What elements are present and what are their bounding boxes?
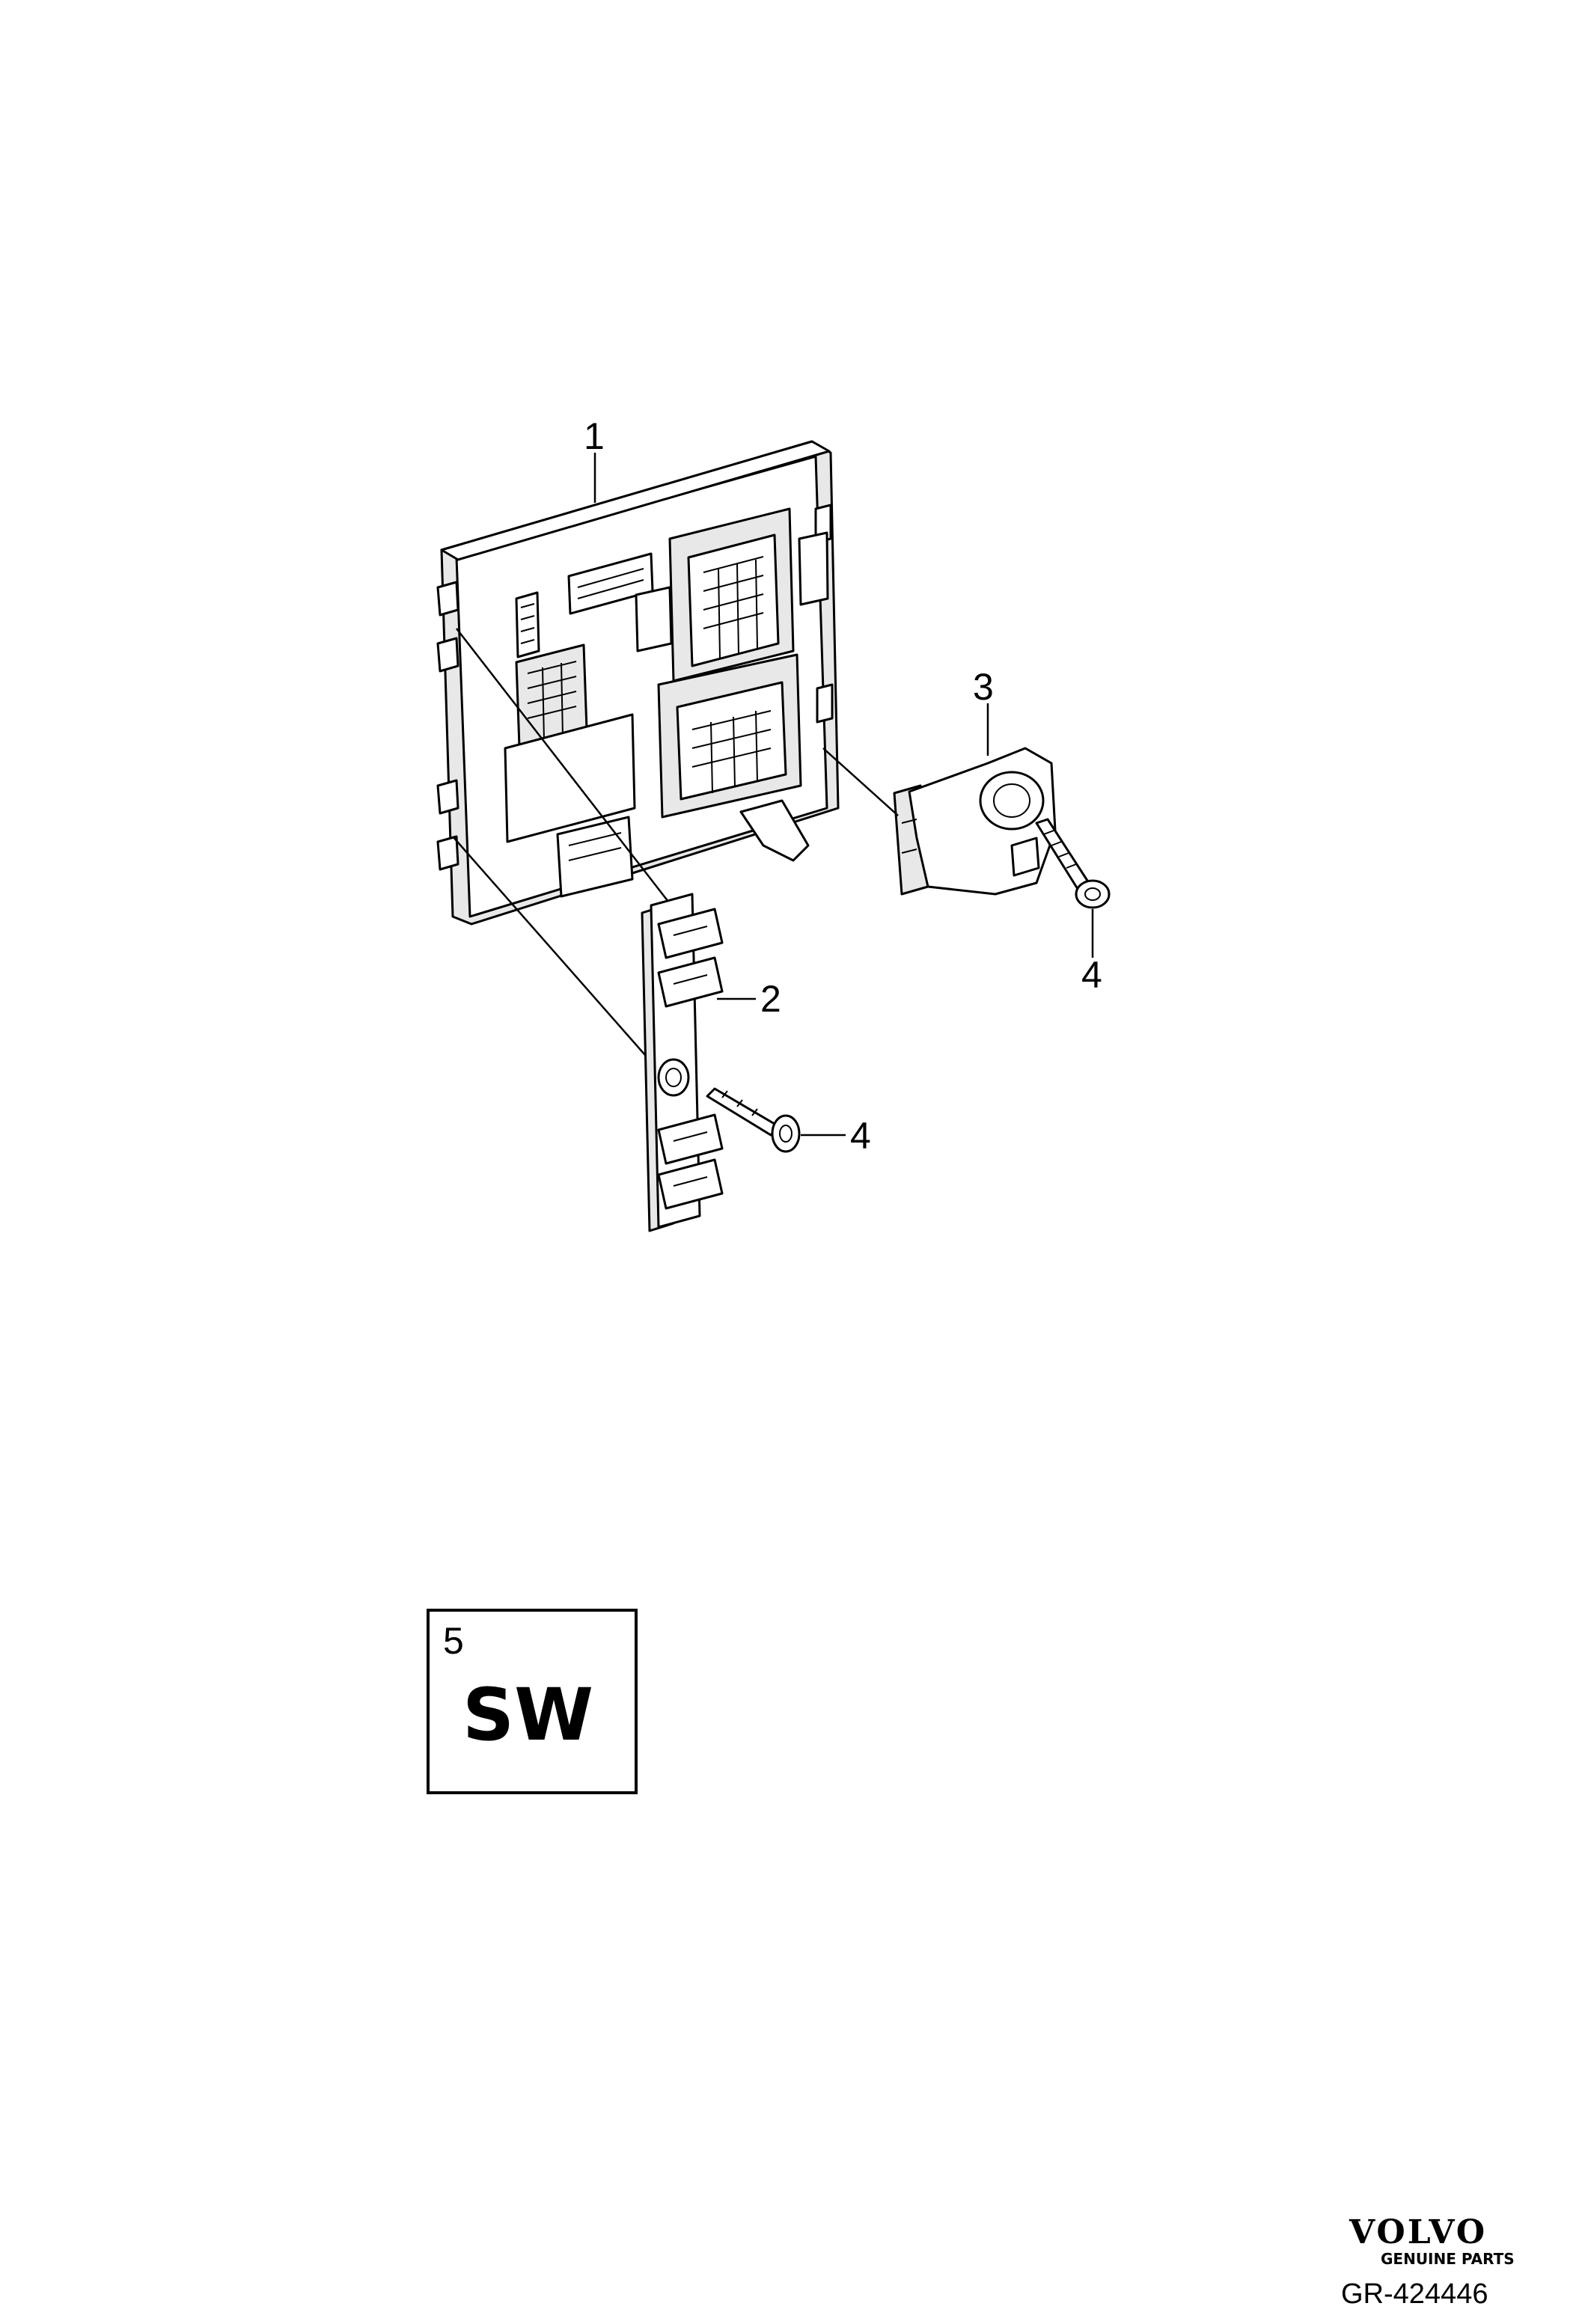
callout-3: 3 [973, 666, 994, 708]
control-module [436, 440, 840, 926]
callout-2: 2 [760, 978, 781, 1020]
software-box-number: 5 [443, 1620, 464, 1662]
diagram-reference: GR-424446 [1341, 2278, 1488, 2310]
software-box: 5 SW [427, 1609, 638, 1794]
screw-right [1035, 818, 1111, 909]
screw-left [706, 1087, 801, 1153]
mounting-bracket [641, 893, 724, 1232]
brand-logo: VOLVO [1349, 2213, 1487, 2251]
brand-tagline: GENUINE PARTS [1381, 2250, 1515, 2268]
side-holder [893, 747, 1057, 896]
callout-4-left: 4 [850, 1115, 871, 1157]
callout-4-right: 4 [1081, 954, 1102, 996]
software-box-label: SW [462, 1673, 593, 1757]
leader-lines [452, 453, 1094, 1137]
callout-1: 1 [584, 415, 605, 457]
